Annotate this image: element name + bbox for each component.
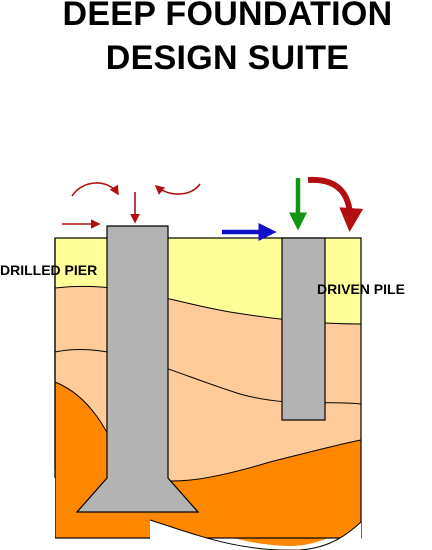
drilled-pier-shaft (75, 225, 200, 513)
soil-bottom-curve (149, 519, 362, 550)
label-driven-pile: DRIVEN PILE (317, 281, 405, 297)
driven-pile-loads (222, 176, 364, 241)
driven-pile-shaft (281, 237, 326, 421)
driven-pile (281, 237, 326, 421)
curved-moment-arrow-icon (71, 182, 119, 197)
soil-lower-edge (55, 470, 361, 546)
soil-left-cover (0, 470, 55, 550)
soil-bottom-cut (150, 520, 361, 550)
drilled-pier (75, 225, 200, 513)
drilled-pier-loads (62, 182, 201, 229)
curved-moment-arrow-icon (307, 176, 364, 232)
label-drilled-pier: DRILLED PIER (0, 262, 97, 278)
curved-moment-arrow-icon (154, 183, 201, 195)
title-line-2: DESIGN SUITE (105, 39, 350, 77)
title-line-1: DEEP FOUNDATION (62, 0, 393, 33)
